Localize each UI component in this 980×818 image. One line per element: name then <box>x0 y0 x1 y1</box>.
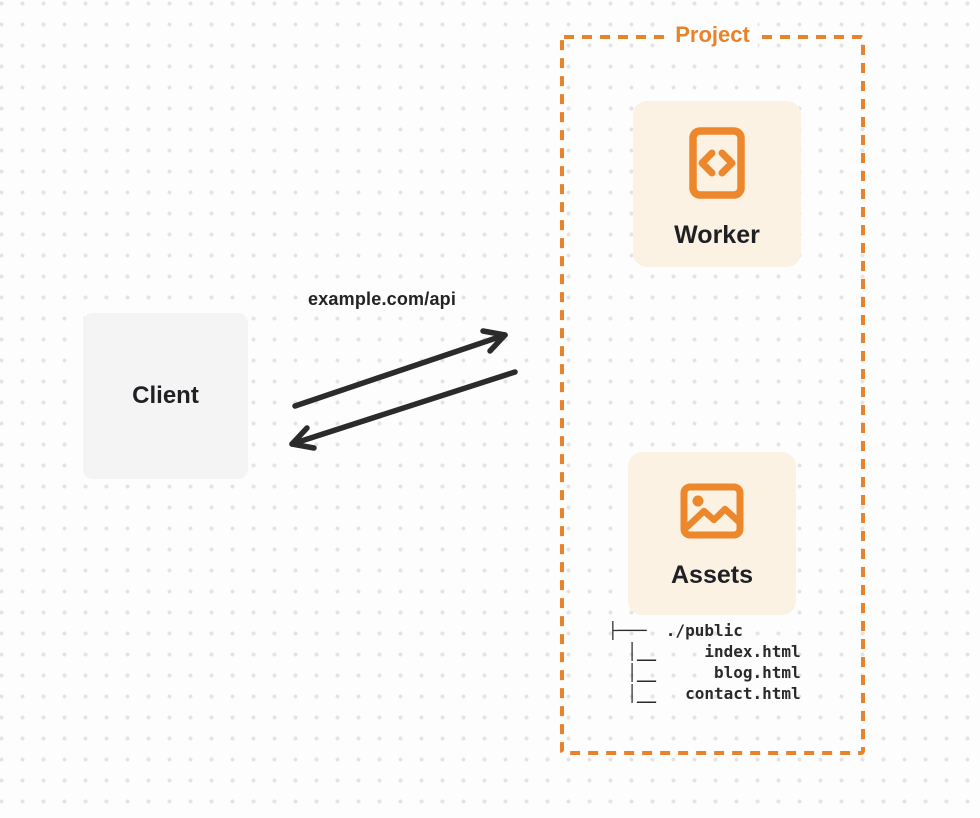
project-title: Project <box>667 22 758 48</box>
request-arrow-shaft <box>292 332 508 409</box>
response-arrow-head <box>289 425 317 451</box>
code-file-icon <box>689 127 745 199</box>
file-tree-root: ├─── ./public <box>608 621 743 640</box>
client-node: Client <box>83 313 248 479</box>
file-tree-item-contact: │__ contact.html <box>608 684 801 703</box>
response-arrow-shaft <box>289 369 518 447</box>
worker-node: Worker <box>633 101 801 267</box>
file-tree-item-index: │__ index.html <box>608 642 801 661</box>
worker-label: Worker <box>674 221 760 249</box>
assets-file-tree: ├─── ./public │__ index.html │__ blog.ht… <box>608 620 801 704</box>
file-tree-item-blog: │__ blog.html <box>608 663 801 682</box>
assets-node: Assets <box>628 452 796 615</box>
request-arrow-head <box>480 328 508 354</box>
client-label: Client <box>132 382 199 409</box>
request-url-label: example.com/api <box>308 289 457 309</box>
image-icon <box>680 483 744 539</box>
assets-label: Assets <box>671 561 753 589</box>
project-boundary: Project Worker Assets <box>560 22 865 755</box>
